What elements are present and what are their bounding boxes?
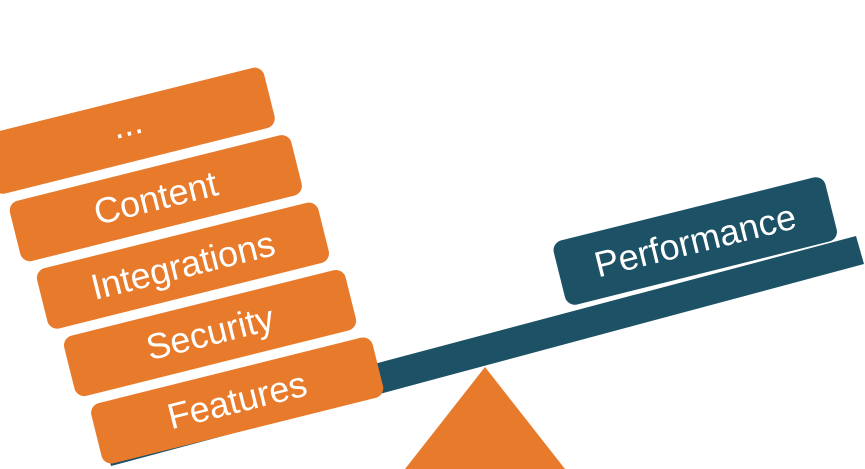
fulcrum-triangle [405, 367, 565, 469]
stack-block-integrations-bg [36, 202, 330, 329]
stack-block-ellipsis-bg [0, 67, 275, 194]
stack-block-ellipsis: ... [0, 67, 275, 194]
stack-block-security-bg [63, 270, 357, 397]
performance-block-bg [553, 177, 837, 305]
stack-block-features-bg [91, 337, 384, 464]
stack-block-content-bg [9, 135, 302, 262]
feature-stack: Features Security Integrations Content .… [0, 67, 384, 464]
